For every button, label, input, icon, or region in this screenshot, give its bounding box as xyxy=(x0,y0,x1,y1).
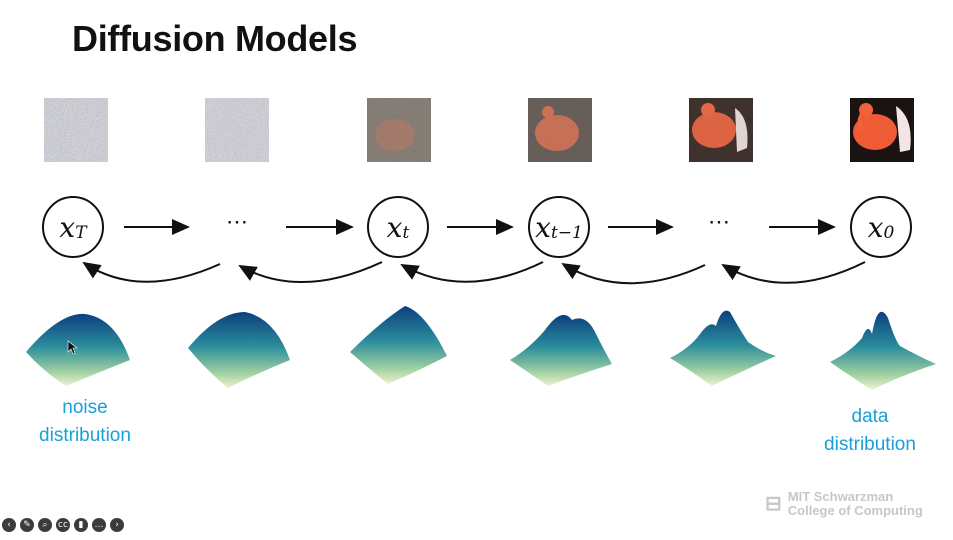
captions-icon[interactable]: cc xyxy=(56,518,70,532)
noise-caption-line2: distribution xyxy=(39,425,131,446)
flamingo-image-clean xyxy=(850,98,914,162)
data-caption-line2: distribution xyxy=(824,434,916,455)
ellipsis-2: ⋯ xyxy=(708,210,730,235)
distribution-surface-5 xyxy=(670,310,776,386)
pen-icon[interactable]: ✎ xyxy=(20,518,34,532)
slide-title: Diffusion Models xyxy=(72,18,358,59)
reverse-arrow-3 xyxy=(400,261,544,283)
distribution-surface-1 xyxy=(26,313,130,386)
distribution-surface-6 xyxy=(830,311,936,390)
more-options-icon[interactable]: … xyxy=(92,518,106,532)
noise-image-2 xyxy=(205,98,269,162)
distribution-surface-2 xyxy=(188,312,290,388)
presentation-toolbar: ‹ ✎ ⌕ cc ▮ … › xyxy=(2,518,124,532)
data-caption-line1: data xyxy=(851,406,889,427)
noise-caption-line1: noise xyxy=(62,397,108,418)
noisy-flamingo-image-4 xyxy=(528,98,592,162)
logo-line2: College of Computing xyxy=(787,503,923,518)
flamingo-image-5 xyxy=(689,98,753,162)
noise-image-1 xyxy=(44,98,108,162)
data-distribution-caption: data distribution xyxy=(810,403,930,459)
next-slide-icon[interactable]: › xyxy=(110,518,124,532)
noise-distribution-caption: noise distribution xyxy=(25,394,145,450)
mouse-cursor-icon xyxy=(67,340,78,355)
reverse-arrow-2 xyxy=(238,261,383,284)
previous-slide-icon[interactable]: ‹ xyxy=(2,518,16,532)
reverse-arrow-1 xyxy=(82,261,221,283)
ellipsis-1: ⋯ xyxy=(226,210,248,235)
mit-schwarzman-logo: ⊟ MIT Schwarzman College of Computing xyxy=(765,490,923,518)
college-logo-icon: ⊟ xyxy=(765,493,782,515)
camera-icon[interactable]: ▮ xyxy=(74,518,88,532)
reverse-arrow-5 xyxy=(721,261,866,284)
noisy-flamingo-image-3 xyxy=(367,98,431,162)
reverse-arrow-4 xyxy=(561,262,706,285)
distribution-surface-4 xyxy=(510,314,612,386)
distribution-surface-3 xyxy=(350,306,447,384)
logo-line1: MIT Schwarzman xyxy=(787,489,894,504)
zoom-icon[interactable]: ⌕ xyxy=(38,518,52,532)
